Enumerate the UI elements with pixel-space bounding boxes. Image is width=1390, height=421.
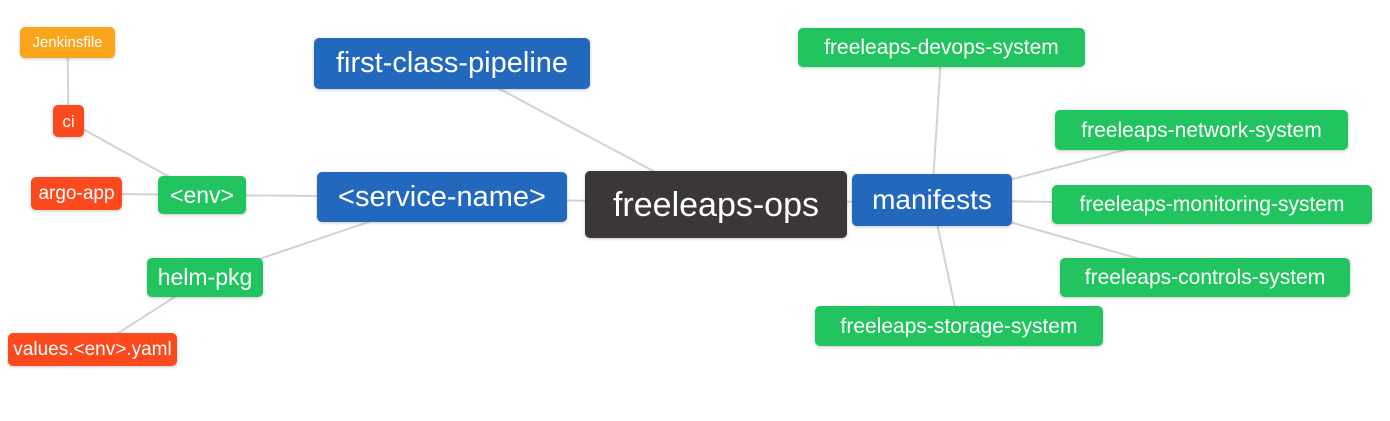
node-label: freeleaps-ops (612, 185, 819, 224)
node-label: freeleaps-devops-system (824, 36, 1059, 59)
node-label: freeleaps-network-system (1081, 118, 1322, 142)
mindmap-node-monitoring-system[interactable]: freeleaps-monitoring-system (1052, 185, 1372, 224)
node-label: argo-app (38, 183, 115, 204)
node-label: ci (62, 111, 75, 131)
node-label: Jenkinsfile (32, 34, 103, 51)
mindmap-node-first-class-pipeline[interactable]: first-class-pipeline (314, 38, 590, 89)
mindmap-node-argo-app[interactable]: argo-app (31, 177, 122, 210)
mindmap-node-manifests[interactable]: manifests (852, 174, 1012, 226)
mindmap-node-controls-system[interactable]: freeleaps-controls-system (1060, 258, 1350, 297)
mindmap-node-network-system[interactable]: freeleaps-network-system (1055, 110, 1348, 150)
mindmap-node-values-env-yaml[interactable]: values.<env>.yaml (8, 333, 177, 366)
node-label: values.<env>.yaml (13, 339, 172, 360)
mindmap-node-helm-pkg[interactable]: helm-pkg (147, 258, 263, 297)
mindmap-node-env[interactable]: <env> (158, 176, 246, 214)
node-label: first-class-pipeline (335, 47, 569, 79)
mindmap-node-ci[interactable]: ci (53, 105, 84, 137)
mindmap-node-storage-system[interactable]: freeleaps-storage-system (815, 306, 1103, 346)
node-label: helm-pkg (157, 264, 253, 290)
node-label: freeleaps-controls-system (1084, 266, 1326, 289)
mindmap-node-freeleaps-ops[interactable]: freeleaps-ops (585, 171, 847, 238)
mindmap-node-jenkinsfile[interactable]: Jenkinsfile (20, 27, 115, 58)
node-label: <service-name> (338, 180, 546, 213)
node-label: <env> (170, 181, 234, 208)
mindmap-node-devops-system[interactable]: freeleaps-devops-system (798, 28, 1085, 67)
node-label: freeleaps-monitoring-system (1079, 193, 1345, 216)
node-label: freeleaps-storage-system (840, 314, 1078, 338)
mindmap-node-service-name[interactable]: <service-name> (317, 172, 567, 222)
node-label: manifests (872, 184, 992, 215)
